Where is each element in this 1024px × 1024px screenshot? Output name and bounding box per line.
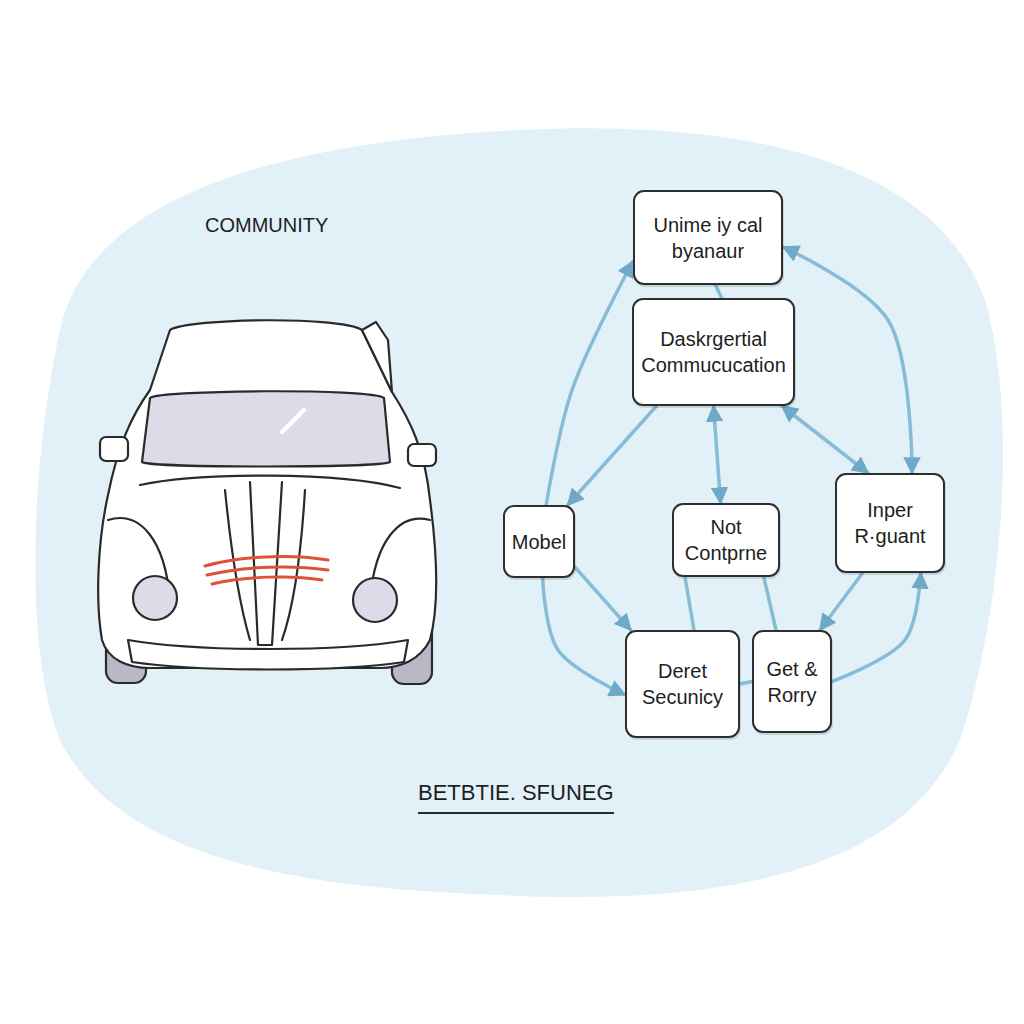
box-content: Not Contprne [682, 514, 770, 566]
box-content: Get & Rorry [762, 656, 822, 708]
process-box: Get & Rorry [752, 630, 832, 733]
box-label: Inper R·guant [845, 497, 935, 549]
box-label: Get & Rorry [762, 656, 822, 708]
caption: BETBTIE. SFUNEG [418, 780, 614, 814]
connector-arrow [543, 578, 625, 695]
background-blob [35, 128, 1003, 897]
box-content: Deret Secunicy [635, 658, 730, 710]
section-label: COMMUNITY [205, 214, 328, 237]
connector-arrow [568, 406, 657, 505]
box-label: Deret Secunicy [635, 658, 730, 710]
connector-arrow [820, 573, 863, 630]
connector-arrow [832, 573, 921, 682]
connector-arrow [716, 285, 722, 298]
box-label: Not Contprne [682, 514, 770, 566]
box-content: Unime iy cal byanaur [643, 212, 773, 264]
connector-arrow [783, 247, 912, 473]
box-label: Daskrgertial Commucucation [641, 326, 786, 378]
process-box: Unime iy cal byanaur [633, 190, 783, 285]
box-label: Mobel [512, 529, 566, 555]
process-box: Mobel [503, 505, 575, 578]
connector-arrow [575, 567, 631, 630]
box-content: Mobel [512, 529, 566, 555]
connector-arrow [714, 406, 721, 503]
process-box: Daskrgertial Commucucation [632, 298, 795, 406]
car-illustration [98, 320, 436, 684]
box-content: Daskrgertial Commucucation [641, 326, 786, 378]
box-label: Unime iy cal byanaur [643, 212, 773, 264]
process-box: Not Contprne [672, 503, 780, 577]
connector-arrow [764, 577, 776, 630]
box-content: Inper R·guant [845, 497, 935, 549]
connector-arrow [782, 406, 868, 473]
connector-arrow [546, 261, 633, 505]
connector-arrow [740, 682, 752, 685]
connector-arrow [685, 577, 694, 630]
process-box: Inper R·guant [835, 473, 945, 573]
process-box: Deret Secunicy [625, 630, 740, 738]
